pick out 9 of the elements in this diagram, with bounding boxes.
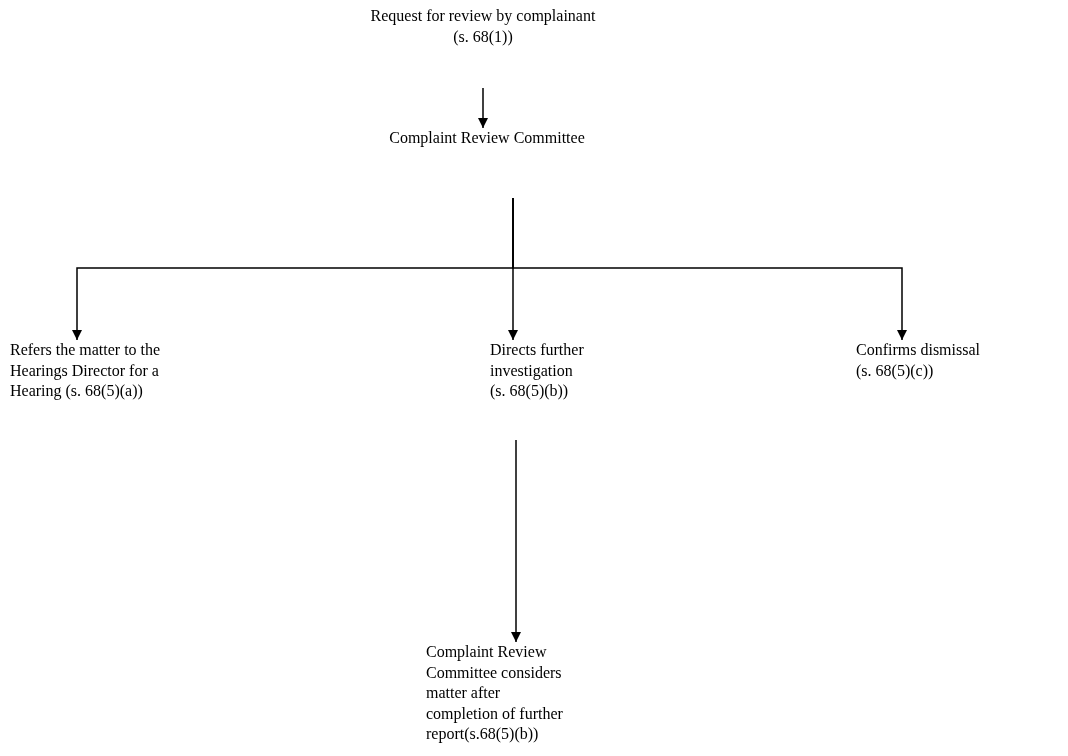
step-text: Complaint Review Committee considers matter after completion of further report(s.68(5)(b)) (426, 642, 564, 745)
step-text: Request for review by complainant (s. 68(1)) (369, 6, 597, 47)
step-text: Directs further investigation (s. 68(5)(b)) (490, 340, 585, 402)
step-text: Confirms dismissal (s. 68(5)(c)) (856, 340, 981, 381)
arrow (478, 87, 488, 129)
arrow (512, 197, 907, 341)
step-text: Refers the matter to the Hearings Director for a Hearing (s. 68(5)(a)) (10, 340, 162, 402)
step-text: Complaint Review Committee (389, 128, 585, 149)
arrow (511, 439, 521, 643)
